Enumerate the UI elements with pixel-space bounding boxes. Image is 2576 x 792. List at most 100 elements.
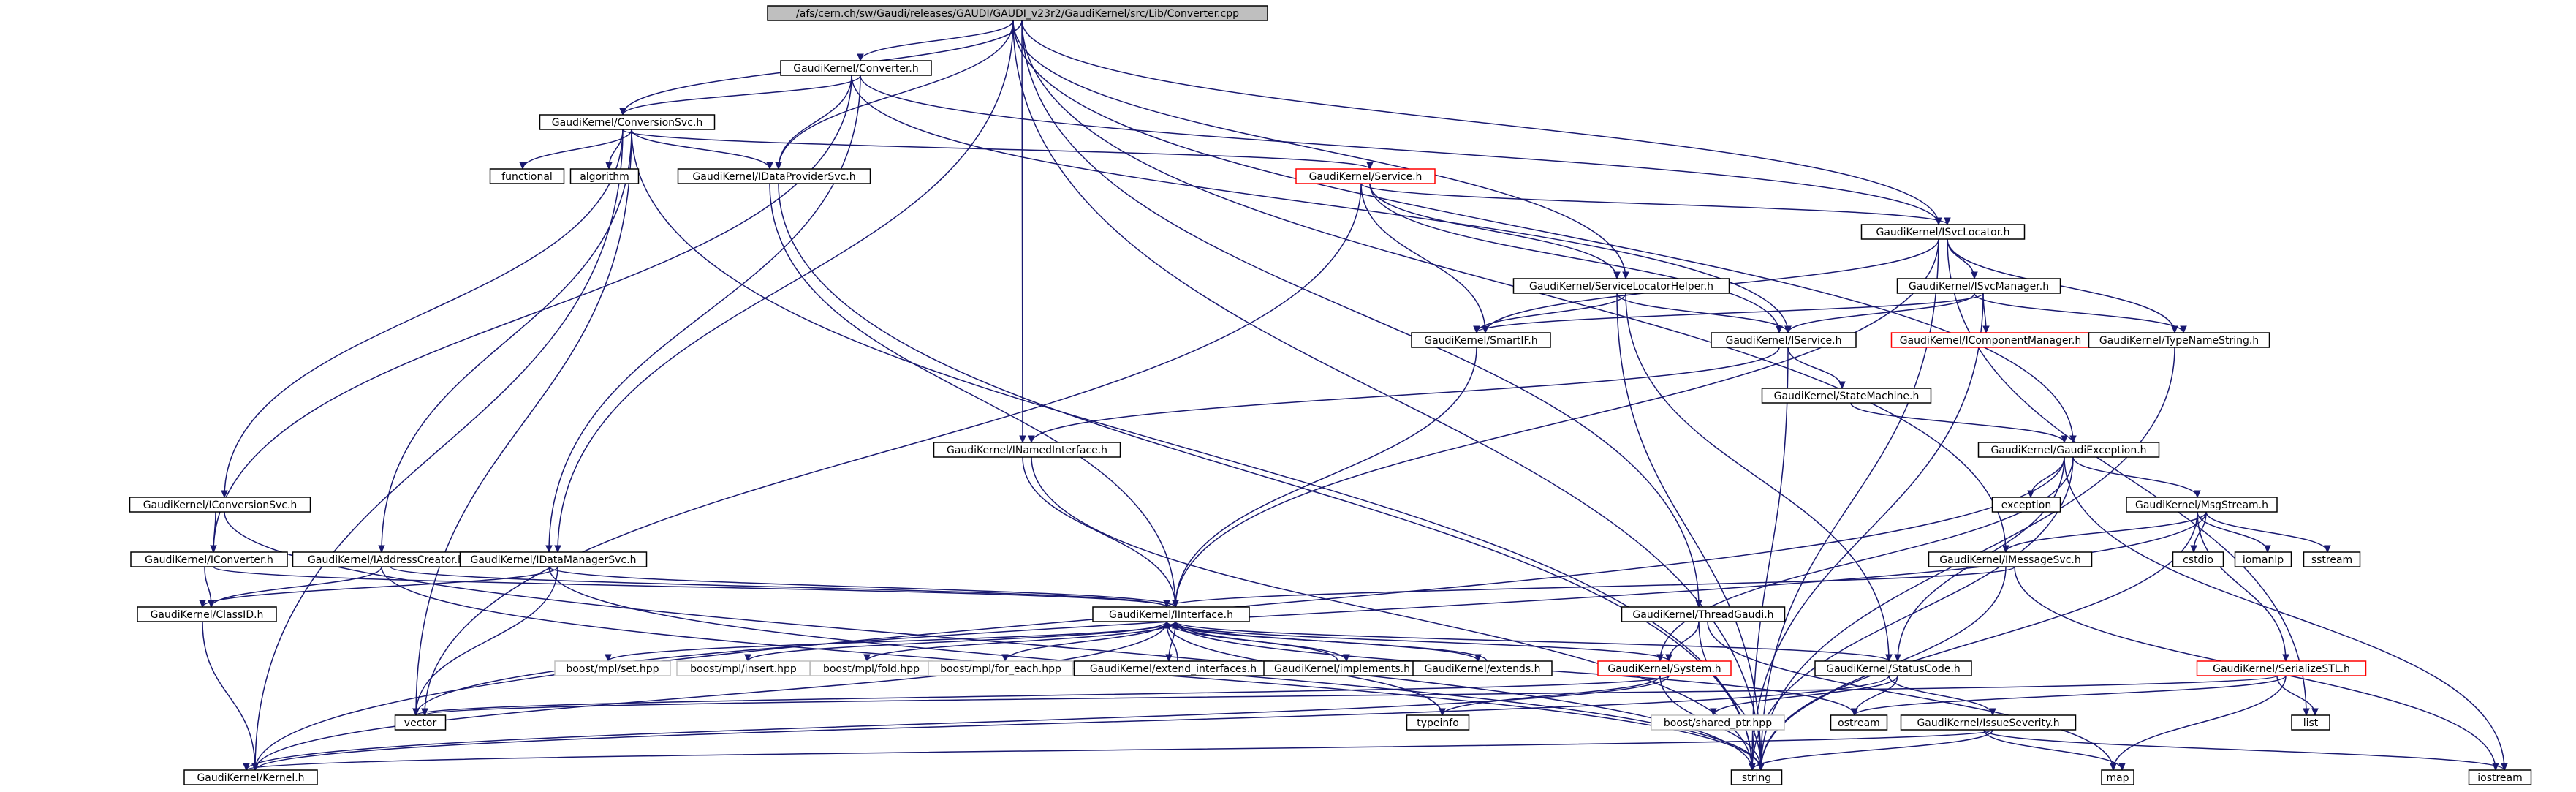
node-gaudiexception-h[interactable]: GaudiKernel/GaudiException.h	[1977, 442, 2160, 458]
node-issueseverity-h[interactable]: GaudiKernel/IssueSeverity.h	[1900, 714, 2077, 731]
node-system-h[interactable]: GaudiKernel/System.h	[1597, 660, 1732, 676]
node-box[interactable]	[129, 497, 311, 513]
node-box[interactable]	[1406, 714, 1470, 731]
node-box[interactable]	[459, 551, 648, 567]
node-box[interactable]	[1900, 714, 2077, 731]
node-iostream[interactable]: iostream	[2468, 769, 2532, 785]
node-label: GaudiKernel/Kernel.h	[197, 772, 304, 784]
node-box[interactable]	[2088, 332, 2270, 348]
node-converter-h[interactable]: GaudiKernel/Converter.h	[780, 60, 932, 76]
node-box[interactable]	[677, 168, 871, 184]
node-implements-h[interactable]: GaudiKernel/implements.h	[1263, 660, 1421, 676]
node-classid-h[interactable]: GaudiKernel/ClassID.h	[137, 606, 277, 622]
node-sstream[interactable]: sstream	[2303, 551, 2361, 567]
node-exception[interactable]: exception	[1991, 497, 2061, 513]
node-box[interactable]	[2101, 769, 2134, 785]
node-typeinfo[interactable]: typeinfo	[1406, 714, 1470, 731]
node-box[interactable]	[1814, 660, 1972, 676]
node-box[interactable]	[539, 114, 716, 130]
node-box[interactable]	[2468, 769, 2532, 785]
node-box[interactable]	[1092, 606, 1250, 622]
edge-isvclocator_h-to-list	[1947, 238, 2307, 716]
node-vector[interactable]: vector	[394, 714, 447, 731]
node-icomponentmanager-h[interactable]: GaudiKernel/IComponentManager.h	[1890, 332, 2091, 348]
node-box[interactable]	[780, 60, 932, 76]
node-box[interactable]	[1896, 278, 2061, 294]
edge-conversionsvc_h-to-functional	[522, 129, 632, 170]
node-msgstream-h[interactable]: GaudiKernel/MsgStream.h	[2126, 497, 2278, 513]
node-serializestl-h[interactable]: GaudiKernel/SerializeSTL.h	[2196, 660, 2367, 676]
node-box[interactable]	[554, 660, 671, 676]
node-statemachine-h[interactable]: GaudiKernel/StateMachine.h	[1761, 388, 1932, 404]
node-box[interactable]	[137, 606, 277, 622]
node-box[interactable]	[489, 168, 565, 184]
node-list[interactable]: list	[2291, 714, 2330, 731]
node-mpl-fold[interactable]: boost/mpl/fold.hpp	[810, 660, 933, 676]
node-idatamanagersvc-h[interactable]: GaudiKernel/IDataManagerSvc.h	[459, 551, 648, 567]
node-cstdio[interactable]: cstdio	[2172, 551, 2224, 567]
node-box[interactable]	[1730, 769, 1783, 785]
node-statuscode-h[interactable]: GaudiKernel/StatusCode.h	[1814, 660, 1972, 676]
node-idataprovidersvc-h[interactable]: GaudiKernel/IDataProviderSvc.h	[677, 168, 871, 184]
node-box[interactable]	[1411, 332, 1551, 348]
node-mpl-insert[interactable]: boost/mpl/insert.hpp	[676, 660, 811, 676]
node-shared-ptr[interactable]: boost/shared_ptr.hpp	[1651, 714, 1785, 731]
node-extends-h[interactable]: GaudiKernel/extends.h	[1412, 660, 1553, 676]
node-box[interactable]	[1512, 278, 1730, 294]
node-box[interactable]	[1830, 714, 1888, 731]
node-extend-interfaces-h[interactable]: GaudiKernel/extend_interfaces.h	[1073, 660, 1273, 676]
node-box[interactable]	[928, 660, 1074, 676]
node-mpl-set[interactable]: boost/mpl/set.hpp	[554, 660, 671, 676]
node-box[interactable]	[2126, 497, 2278, 513]
node-box[interactable]	[130, 551, 288, 567]
node-inamedinterface-h[interactable]: GaudiKernel/INamedInterface.h	[933, 442, 1121, 458]
node-box[interactable]	[1711, 332, 1857, 348]
node-box[interactable]	[676, 660, 811, 676]
node-box[interactable]	[1991, 497, 2061, 513]
node-box[interactable]	[2291, 714, 2330, 731]
node-box[interactable]	[2303, 551, 2361, 567]
node-box[interactable]	[933, 442, 1121, 458]
node-map[interactable]: map	[2101, 769, 2134, 785]
arrowhead-iinterface_h-to-mpl_fold	[863, 654, 871, 663]
node-servicelocatorhelper-h[interactable]: GaudiKernel/ServiceLocatorHelper.h	[1512, 278, 1730, 294]
node-functional[interactable]: functional	[489, 168, 565, 184]
node-box[interactable]	[1412, 660, 1553, 676]
node-box[interactable]	[1621, 606, 1786, 622]
node-threadgaudi-h[interactable]: GaudiKernel/ThreadGaudi.h	[1621, 606, 1786, 622]
node-string[interactable]: string	[1730, 769, 1783, 785]
node-box[interactable]	[2172, 551, 2224, 567]
node-box[interactable]	[1651, 714, 1785, 731]
node-box[interactable]	[2234, 551, 2292, 567]
node-kernel-h[interactable]: GaudiKernel/Kernel.h	[183, 769, 318, 785]
node-box[interactable]	[2196, 660, 2367, 676]
node-box[interactable]	[1761, 388, 1932, 404]
node-algorithm[interactable]: algorithm	[569, 168, 640, 184]
node-box[interactable]	[1928, 551, 2093, 567]
node-box[interactable]	[183, 769, 318, 785]
arrowhead-statuscode_h-to-issueseverity_h	[1989, 708, 1996, 717]
node-ostream[interactable]: ostream	[1830, 714, 1888, 731]
node-imessagesvc-h[interactable]: GaudiKernel/IMessageSvc.h	[1928, 551, 2093, 567]
node-box[interactable]	[1597, 660, 1732, 676]
node-root[interactable]: /afs/cern.ch/sw/Gaudi/releases/GAUDI/GAU…	[767, 5, 1268, 21]
node-isvcmanager-h[interactable]: GaudiKernel/ISvcManager.h	[1896, 278, 2061, 294]
node-iconverter-h[interactable]: GaudiKernel/IConverter.h	[130, 551, 288, 567]
node-box[interactable]	[1860, 224, 2026, 240]
node-iomanip[interactable]: iomanip	[2234, 551, 2292, 567]
node-box[interactable]	[569, 168, 640, 184]
node-typenamestring-h[interactable]: GaudiKernel/TypeNameString.h	[2088, 332, 2270, 348]
node-iaddresscreator-h[interactable]: GaudiKernel/IAddressCreator.h	[292, 551, 480, 567]
node-iconversionsvc-h[interactable]: GaudiKernel/IConversionSvc.h	[129, 497, 311, 513]
node-iinterface-h[interactable]: GaudiKernel/IInterface.h	[1092, 606, 1250, 622]
node-service-h[interactable]: GaudiKernel/Service.h	[1295, 168, 1436, 184]
node-conversionsvc-h[interactable]: GaudiKernel/ConversionSvc.h	[539, 114, 716, 130]
node-box[interactable]	[1295, 168, 1436, 184]
node-box[interactable]	[1977, 442, 2160, 458]
node-iservice-h[interactable]: GaudiKernel/IService.h	[1711, 332, 1857, 348]
node-mpl-for-each[interactable]: boost/mpl/for_each.hpp	[928, 660, 1074, 676]
node-box[interactable]	[394, 714, 447, 731]
node-isvclocator-h[interactable]: GaudiKernel/ISvcLocator.h	[1860, 224, 2026, 240]
node-box[interactable]	[767, 5, 1268, 21]
node-smartif-h[interactable]: GaudiKernel/SmartIF.h	[1411, 332, 1551, 348]
